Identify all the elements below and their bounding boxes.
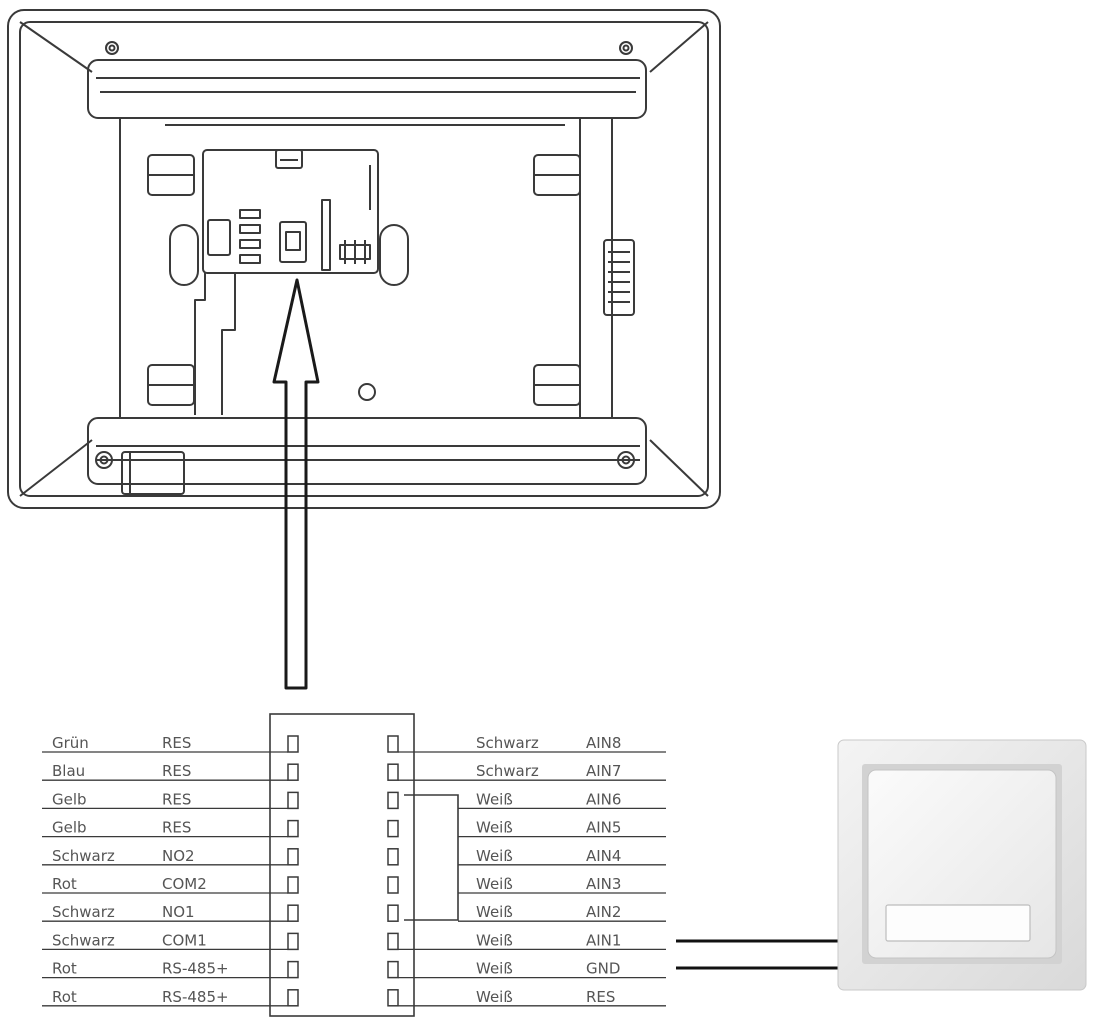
right-signal-label: RES [586,988,615,1006]
wall-push-button-icon [837,739,1087,991]
left-wire-color: Schwarz [52,847,115,865]
left-signal-label: RES [162,819,191,837]
right-signal-label: AIN3 [586,875,621,893]
right-wire-color: Weiß [476,875,513,893]
left-wire-color: Schwarz [52,903,115,921]
left-signal-label: NO1 [162,903,195,921]
monitor-back-panel-icon [7,9,721,509]
left-signal-label: RES [162,734,191,752]
left-signal-label: NO2 [162,847,195,865]
left-wire-color: Gelb [52,790,87,808]
left-terminal-pin [287,763,299,781]
left-terminal-pin [287,932,299,951]
right-wire-color: Weiß [476,819,513,837]
left-signal-label: RS-485+ [162,988,229,1006]
right-wire-color: Weiß [476,931,513,949]
right-signal-label: AIN8 [586,734,621,752]
right-terminal-pin [387,848,399,866]
right-wire-color: Weiß [476,960,513,978]
right-terminal-pin [387,763,399,781]
right-signal-label: AIN6 [586,790,621,808]
right-signal-label: AIN1 [586,931,621,949]
left-signal-label: RES [162,762,191,780]
left-wire-color: Rot [52,988,77,1006]
arrow-up-icon [272,278,320,690]
left-terminal-pin [287,735,299,753]
right-signal-label: AIN4 [586,847,621,865]
left-terminal-pin [287,876,299,894]
right-terminal-pin [387,960,399,979]
left-signal-label: COM1 [162,931,207,949]
right-signal-label: GND [586,960,620,978]
right-wire-color: Weiß [476,988,513,1006]
left-wire-color: Rot [52,875,77,893]
right-signal-label: AIN2 [586,903,621,921]
left-terminal-pin [287,989,299,1007]
left-signal-label: RS-485+ [162,960,229,978]
right-wire-color: Weiß [476,903,513,921]
left-terminal-pin [287,819,299,838]
switch-wires [676,939,838,970]
right-wire-color: Schwarz [476,762,539,780]
right-terminal-pin [387,819,399,838]
right-terminal-pin [387,932,399,951]
right-wire-color: Weiß [476,847,513,865]
right-terminal-pin [387,904,399,922]
left-signal-label: RES [162,790,191,808]
right-terminal-pin [387,791,399,810]
left-wire-color: Gelb [52,819,87,837]
left-signal-label: COM2 [162,875,207,893]
left-terminal-pin [287,960,299,979]
right-signal-label: AIN5 [586,819,621,837]
left-terminal-pin [287,904,299,922]
right-signal-label: AIN7 [586,762,621,780]
right-terminal-pin [387,735,399,753]
right-wire-color: Weiß [476,790,513,808]
left-terminal-pin [287,848,299,866]
right-wire-color: Schwarz [476,734,539,752]
left-wire-color: Schwarz [52,931,115,949]
right-terminal-pin [387,876,399,894]
left-wire-color: Grün [52,734,89,752]
left-terminal-pin [287,791,299,810]
left-wire-color: Rot [52,960,77,978]
left-wire-color: Blau [52,762,85,780]
right-terminal-pin [387,989,399,1007]
